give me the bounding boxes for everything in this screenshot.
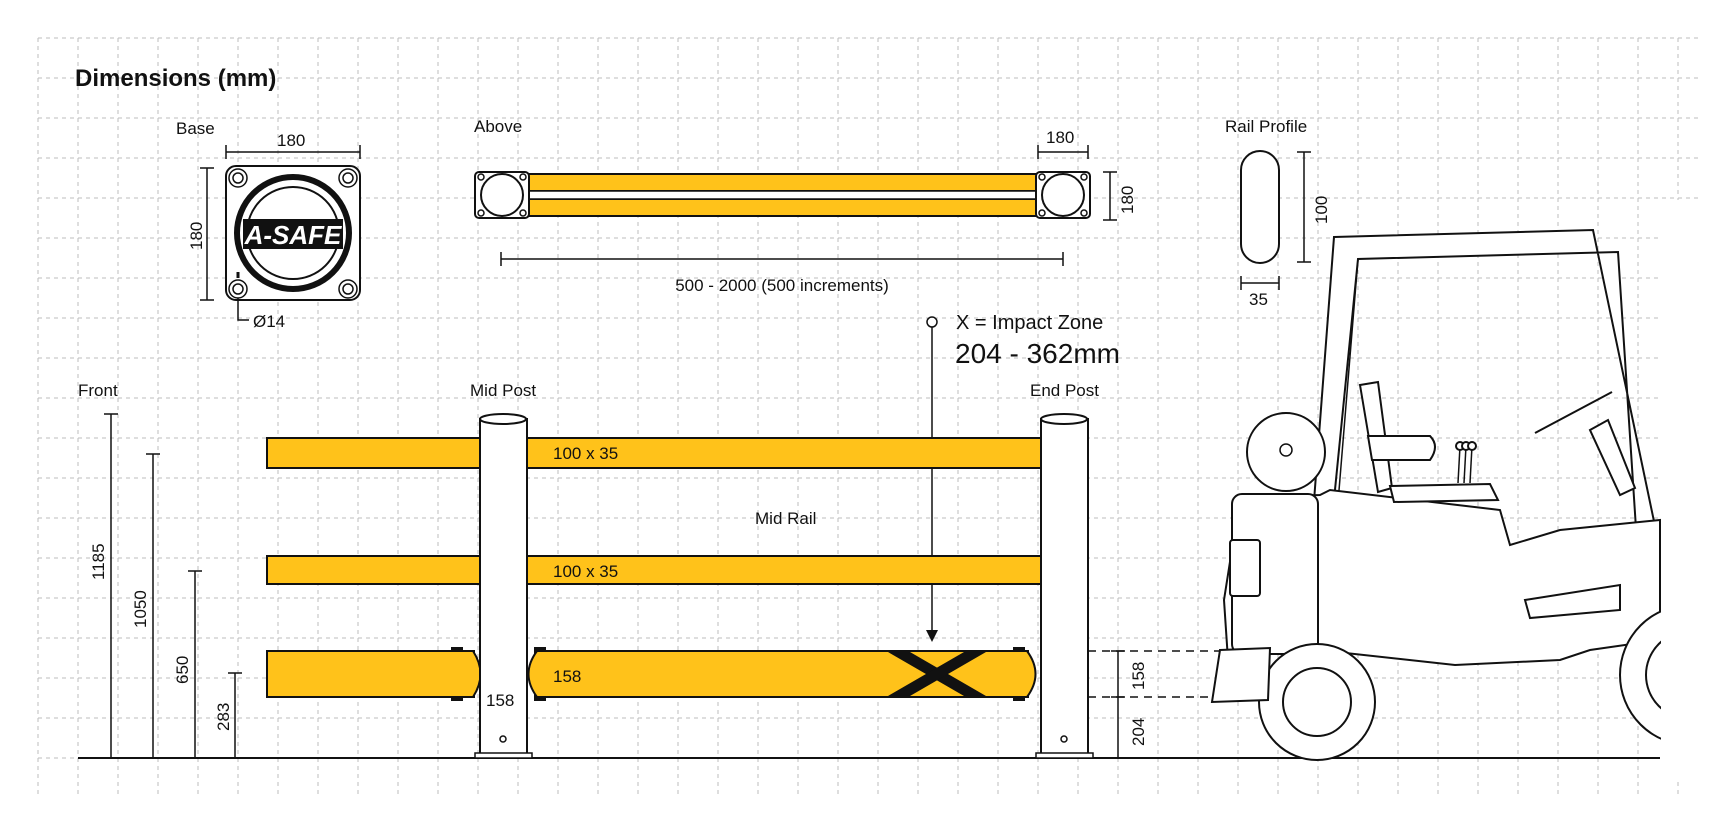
forklift-lever — [1457, 445, 1461, 484]
base-label: Base — [176, 119, 215, 138]
low-rail-left — [266, 650, 475, 698]
rail-clip — [534, 647, 546, 652]
rail-profile-label: Rail Profile — [1225, 117, 1307, 136]
impact-marker-dot — [926, 316, 938, 328]
low-rail-size: 158 — [553, 667, 581, 686]
end-post-base — [1035, 752, 1094, 759]
forklift-rear-hub — [1282, 667, 1352, 737]
bolt-hole — [338, 279, 358, 299]
top-rail-size: 100 x 35 — [553, 444, 618, 463]
side-rail-height-dim: 158 — [1129, 662, 1148, 690]
asafe-logo: A-SAFE — [244, 220, 342, 250]
bolt-hole — [477, 209, 485, 217]
bolt-hole — [232, 283, 244, 295]
front-view: Front Mid Post End Post 1185 1050 650 28… — [78, 381, 1660, 759]
above-view: Above 180 180 500 - 2000 (500 increments… — [474, 117, 1137, 295]
mid-rail-size: 100 x 35 — [553, 562, 618, 581]
post-bolt — [499, 735, 507, 743]
rail-profile-shape — [1240, 150, 1280, 264]
profile-width-dim: 35 — [1249, 290, 1268, 309]
rail-clip — [1013, 647, 1025, 652]
forklift-steering-column — [1588, 418, 1637, 497]
above-rail-bottom — [526, 198, 1041, 217]
mid-post-label: Mid Post — [470, 381, 536, 400]
forklift-rear-bumper — [1210, 646, 1272, 704]
hole-leader — [237, 298, 249, 321]
low-rail-main-left-cap — [527, 650, 538, 698]
height-1050: 1050 — [131, 590, 150, 628]
impact-arrow-head — [926, 630, 938, 642]
bolt-hole — [1080, 209, 1088, 217]
mid-rail — [266, 555, 1042, 585]
height-283: 283 — [214, 703, 233, 731]
end-width-dim: 180 — [1046, 128, 1074, 147]
bolt-hole — [519, 209, 527, 217]
above-left-post — [480, 173, 524, 217]
mid-post-base — [474, 752, 533, 759]
bolt-hole — [519, 173, 527, 181]
logo-band — [243, 219, 343, 249]
rail-clip — [534, 696, 546, 701]
above-rail-top — [526, 173, 1041, 192]
rail-clip — [451, 647, 463, 652]
front-label: Front — [78, 381, 118, 400]
bolt-hole — [342, 172, 354, 184]
low-rail-height-label: 158 — [486, 691, 514, 710]
base-view: Base 180 180 A-SAFE Ø14 — [176, 119, 361, 331]
end-post — [1040, 418, 1089, 756]
forklift-lpg-tank — [1246, 412, 1326, 492]
above-right-post — [1041, 173, 1085, 217]
forklift-lever-knob — [1467, 441, 1477, 451]
base-height-dim: 180 — [187, 222, 206, 250]
forklift-illustration — [1210, 228, 1734, 761]
base-width-dim: 180 — [277, 131, 305, 150]
impact-zone-callout: X = Impact Zone 204 - 362mm — [926, 312, 1120, 642]
bolt-hole — [1038, 209, 1046, 217]
forklift-lever — [1469, 445, 1473, 484]
rail-clip — [451, 696, 463, 701]
rail-profile-view: Rail Profile 100 35 — [1225, 117, 1331, 309]
impact-legend: X = Impact Zone — [956, 312, 1103, 334]
bolt-hole — [232, 172, 244, 184]
hole-diameter-dim: Ø14 — [253, 312, 285, 331]
bolt-hole — [1080, 173, 1088, 181]
forklift-floor — [1523, 583, 1621, 620]
bolt-hole — [228, 168, 248, 188]
bolt-hole — [1038, 173, 1046, 181]
profile-height-dim: 100 — [1312, 196, 1331, 224]
forklift-counterweight-slot — [1229, 539, 1261, 597]
mid-post-cap — [479, 413, 527, 425]
impact-x-mark — [888, 652, 986, 696]
rail-clip — [1013, 696, 1025, 701]
bolt-hole — [477, 173, 485, 181]
above-rail-gap — [522, 190, 1045, 200]
forklift-lever — [1463, 445, 1467, 484]
bolt-hole — [342, 283, 354, 295]
forklift-armrest — [1366, 435, 1436, 461]
impact-range: 204 - 362mm — [955, 338, 1120, 369]
end-post-label: End Post — [1030, 381, 1099, 400]
post-bolt — [1060, 735, 1068, 743]
height-1185: 1185 — [89, 543, 108, 580]
above-label: Above — [474, 117, 522, 136]
page-title: Dimensions (mm) — [75, 65, 276, 92]
forklift-steering-wheel — [1534, 391, 1613, 434]
height-650: 650 — [173, 656, 192, 684]
end-height-dim: 180 — [1118, 186, 1137, 214]
end-post-cap — [1040, 413, 1088, 425]
mid-rail-label: Mid Rail — [755, 509, 816, 528]
ground-clearance-dim: 204 — [1129, 718, 1148, 746]
length-dim: 500 - 2000 (500 increments) — [675, 276, 889, 295]
top-rail — [266, 437, 1042, 469]
forklift-seat — [1388, 482, 1500, 504]
canvas-edge-mask — [1661, 200, 1734, 780]
bolt-hole — [338, 168, 358, 188]
forklift-lpg-valve — [1279, 443, 1293, 457]
low-rail-main-right-cap — [1026, 650, 1037, 698]
